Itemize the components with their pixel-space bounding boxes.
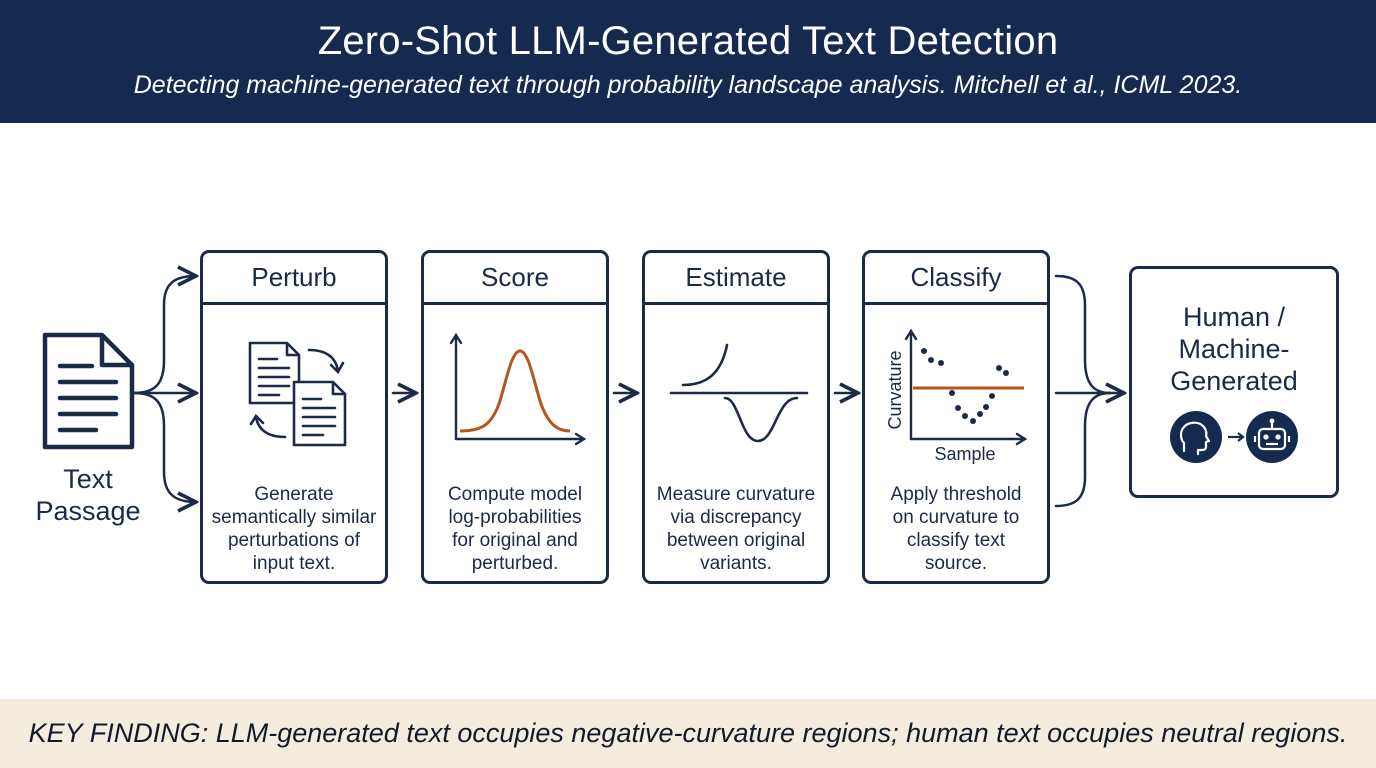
robot-icon bbox=[1246, 411, 1298, 463]
step-description: Generate semantically similar perturbati… bbox=[211, 484, 377, 574]
text-passage-label: Text Passage bbox=[35, 464, 141, 526]
page-title: Zero-Shot LLM-Generated Text Detection bbox=[317, 19, 1059, 63]
step-card-classify: Classify Curvature Sample Apply threshol… bbox=[862, 250, 1050, 584]
step-description: Apply threshold on curvature to classify… bbox=[890, 484, 1022, 574]
step-description: Measure curvature via discrepancy betwee… bbox=[656, 484, 816, 574]
step-title: Perturb bbox=[203, 253, 385, 305]
step-description: Compute model log-probabilities for orig… bbox=[447, 484, 583, 574]
curvature-icon bbox=[669, 343, 809, 443]
document-icon bbox=[42, 332, 135, 450]
classify-x-axis-label: Sample bbox=[934, 444, 996, 464]
step-title: Score bbox=[424, 253, 606, 305]
key-finding-text: KEY FINDING: LLM-generated text occupies… bbox=[28, 718, 1348, 748]
page-subtitle: Detecting machine-generated text through… bbox=[133, 71, 1243, 99]
probability-curve-icon bbox=[449, 332, 587, 446]
output-card: Human / Machine- Generated bbox=[1129, 266, 1339, 498]
step-title: Classify bbox=[865, 253, 1047, 305]
output-label: Human / Machine- Generated bbox=[1170, 302, 1298, 396]
step-card-score: Score Compute model log-probabilities fo… bbox=[421, 250, 609, 584]
step-card-estimate: Estimate Measure curvature via discrepan… bbox=[642, 250, 830, 584]
threshold-scatter-icon bbox=[904, 328, 1028, 446]
step-title: Estimate bbox=[645, 253, 827, 305]
human-vs-machine-icons bbox=[1170, 411, 1298, 463]
human-head-icon bbox=[1170, 411, 1222, 463]
header-banner: Zero-Shot LLM-Generated Text Detection D… bbox=[0, 0, 1376, 123]
key-finding-banner: KEY FINDING: LLM-generated text occupies… bbox=[0, 699, 1376, 768]
perturb-documents-icon bbox=[248, 341, 347, 447]
step-card-perturb: Perturb Generate semantical bbox=[200, 250, 388, 584]
classify-y-axis-label: Curvature bbox=[885, 350, 905, 430]
